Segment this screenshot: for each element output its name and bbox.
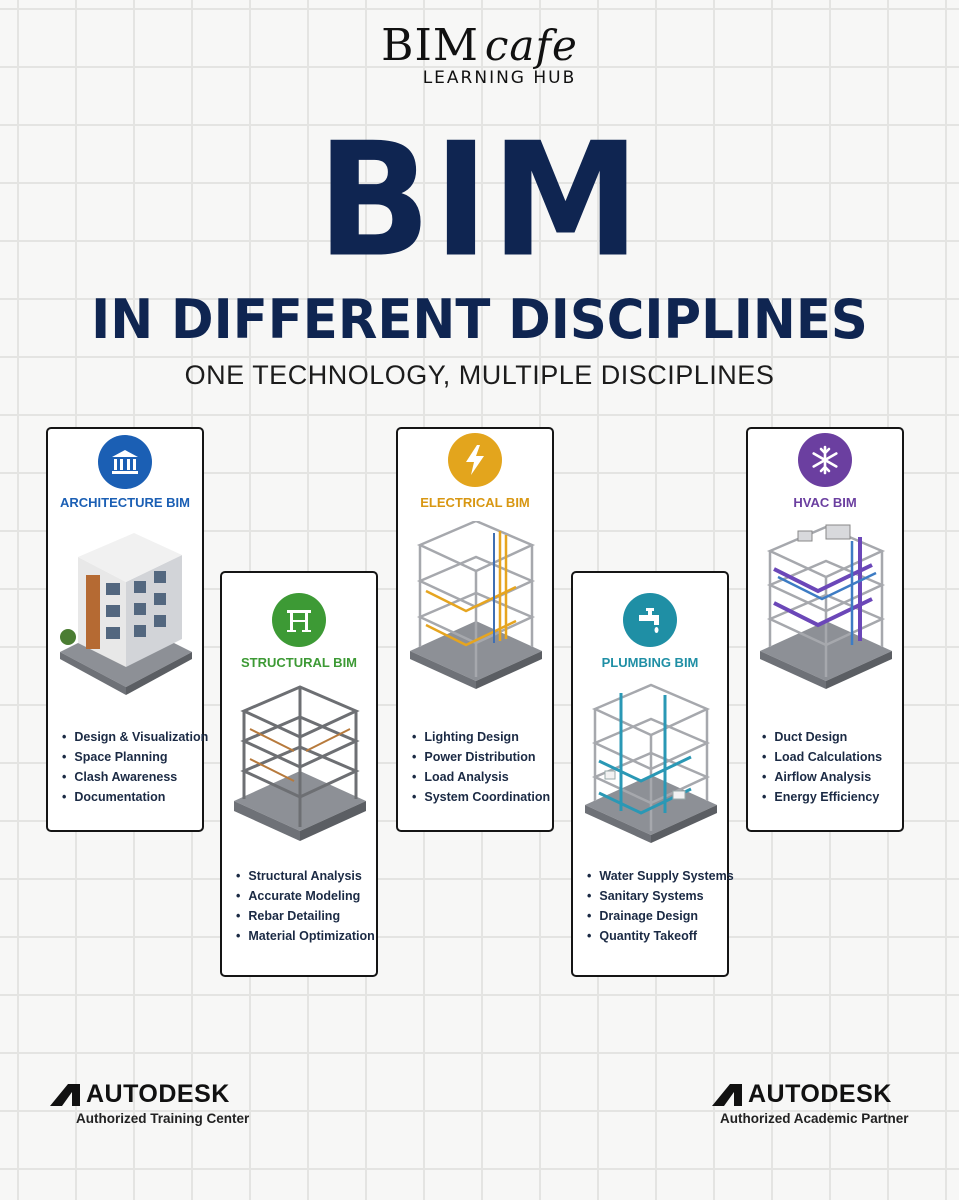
list-item: Quantity Takeoff xyxy=(587,926,734,946)
building-columns-icon xyxy=(98,435,152,489)
list-item: Energy Efficiency xyxy=(762,787,882,807)
autodesk-brand: AUTODESK xyxy=(748,1080,892,1108)
card-feature-list: Design & Visualization Space Planning Cl… xyxy=(62,727,208,807)
lightning-bolt-icon xyxy=(448,433,502,487)
card-title: HVAC BIM xyxy=(793,495,857,510)
structural-frame-image xyxy=(234,685,366,841)
list-item: Material Optimization xyxy=(236,926,374,946)
list-item: Lighting Design xyxy=(412,727,550,747)
list-item: Design & Visualization xyxy=(62,727,208,747)
list-item: Load Analysis xyxy=(412,767,550,787)
logo-brand: BIM xyxy=(381,20,479,71)
list-item: Duct Design xyxy=(762,727,882,747)
architecture-building-image xyxy=(60,533,192,695)
card-title: PLUMBING BIM xyxy=(601,655,699,670)
electrical-building-image xyxy=(410,521,542,689)
list-item: System Coordination xyxy=(412,787,550,807)
card-structural: STRUCTURAL BIM Structural Analysis Accur… xyxy=(220,571,378,977)
logo-brand-script: cafe xyxy=(484,21,578,70)
plumbing-building-image xyxy=(585,683,717,843)
list-item: Drainage Design xyxy=(587,906,734,926)
card-title: ELECTRICAL BIM xyxy=(420,495,530,510)
list-item: Accurate Modeling xyxy=(236,886,375,906)
autodesk-label: Authorized Academic Partner xyxy=(720,1111,909,1126)
list-item: Sanitary Systems xyxy=(587,886,734,906)
card-feature-list: Structural Analysis Accurate Modeling Re… xyxy=(236,866,375,946)
card-plumbing: PLUMBING BIM Water Supply Systems Sanita… xyxy=(571,571,734,977)
list-item: Space Planning xyxy=(62,747,208,767)
list-item: Documentation xyxy=(62,787,208,807)
autodesk-brand: AUTODESK xyxy=(86,1080,230,1108)
logo-subtitle: LEARNING HUB xyxy=(422,68,577,88)
card-hvac: HVAC BIM Duct Design Load Calculations A… xyxy=(746,427,904,832)
list-item: Airflow Analysis xyxy=(762,767,882,787)
autodesk-training-center-badge: AUTODESK Authorized Training Center xyxy=(50,1080,249,1126)
water-tap-icon xyxy=(623,593,677,647)
card-electrical: ELECTRICAL BIM Lighting Design Power Dis… xyxy=(396,427,554,832)
hvac-building-image xyxy=(760,524,892,689)
list-item: Rebar Detailing xyxy=(236,906,375,926)
autodesk-label: Authorized Training Center xyxy=(76,1111,250,1126)
card-feature-list: Lighting Design Power Distribution Load … xyxy=(412,727,550,807)
card-feature-list: Duct Design Load Calculations Airflow An… xyxy=(762,727,882,807)
card-title: STRUCTURAL BIM xyxy=(240,655,358,670)
page-subtitle: IN DIFFERENT DISCIPLINES xyxy=(91,288,868,351)
autodesk-logo-icon xyxy=(50,1083,80,1106)
autodesk-academic-partner-badge: AUTODESK Authorized Academic Partner xyxy=(712,1080,909,1126)
tagline: ONE TECHNOLOGY, MULTIPLE DISCIPLINES xyxy=(184,360,775,390)
card-architecture: ARCHITECTURE BIM Design & Visualization … xyxy=(46,427,208,832)
structural-frame-icon xyxy=(272,593,326,647)
card-feature-list: Water Supply Systems Sanitary Systems Dr… xyxy=(587,866,734,946)
list-item: Clash Awareness xyxy=(62,767,208,787)
list-item: Load Calculations xyxy=(762,747,882,767)
list-item: Water Supply Systems xyxy=(587,866,733,886)
page-title: BIM xyxy=(316,109,643,293)
autodesk-logo-icon xyxy=(712,1083,742,1106)
list-item: Structural Analysis xyxy=(236,866,375,886)
snowflake-icon xyxy=(798,433,852,487)
list-item: Power Distribution xyxy=(412,747,550,767)
card-title: ARCHITECTURE BIM xyxy=(60,495,190,510)
